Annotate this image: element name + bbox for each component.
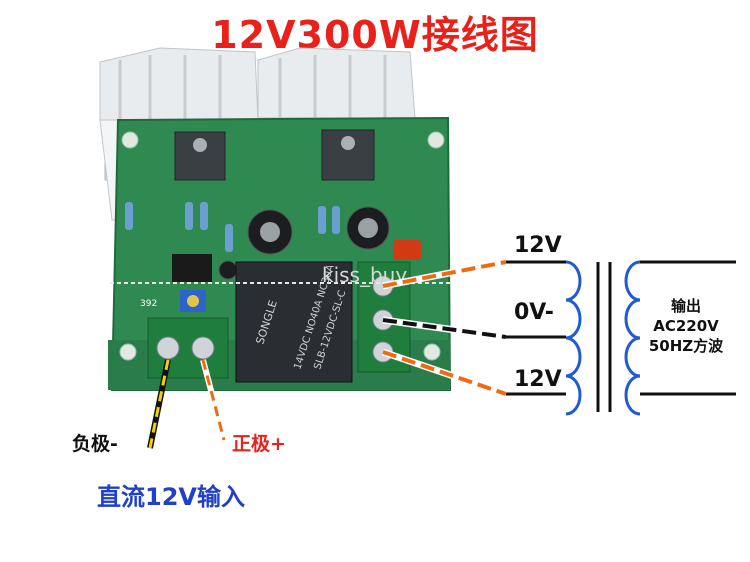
output-label-line3: 50HZ方波: [648, 337, 724, 355]
wire-bottom: [382, 350, 507, 396]
capacitor-top: [260, 222, 280, 242]
film-capacitor: [393, 240, 421, 260]
input-wire-negative-outline: [147, 359, 171, 449]
negative-label: 负极-: [72, 433, 118, 455]
tap-label-12v-top: 12V: [514, 233, 562, 258]
capacitor-small: [218, 260, 238, 280]
tap-label-0v: 0V-: [514, 300, 554, 325]
mount-hole: [121, 131, 139, 149]
mount-hole: [427, 131, 445, 149]
wire-center: [382, 318, 507, 339]
wire-top: [382, 260, 507, 288]
secondary-coil: [624, 260, 641, 416]
mount-hole: [423, 343, 441, 361]
terminal-screw: [156, 336, 180, 360]
transformer-panel: [452, 192, 748, 472]
diagram-title: 12V300W接线图: [211, 13, 539, 57]
input-wire-positive: [201, 359, 226, 441]
mount-hole: [119, 343, 137, 361]
output-label-line1: 输出: [670, 297, 701, 315]
output-label: 输出 AC220V 50HZ方波: [636, 296, 736, 356]
pot-marking: 392: [140, 299, 157, 309]
mosfet-screw: [341, 136, 355, 150]
positive-label: 正极+: [232, 433, 286, 455]
terminal-screw: [191, 336, 215, 360]
tap-label-12v-bottom: 12V: [514, 367, 562, 392]
dc-input-caption: 直流12V输入: [97, 483, 245, 511]
output-label-line2: AC220V: [653, 317, 719, 335]
resistors: [125, 202, 340, 252]
capacitor-top: [358, 218, 378, 238]
mosfet-screw: [193, 138, 207, 152]
ic-chip: [172, 254, 212, 282]
trim-pot-screw: [187, 295, 199, 307]
